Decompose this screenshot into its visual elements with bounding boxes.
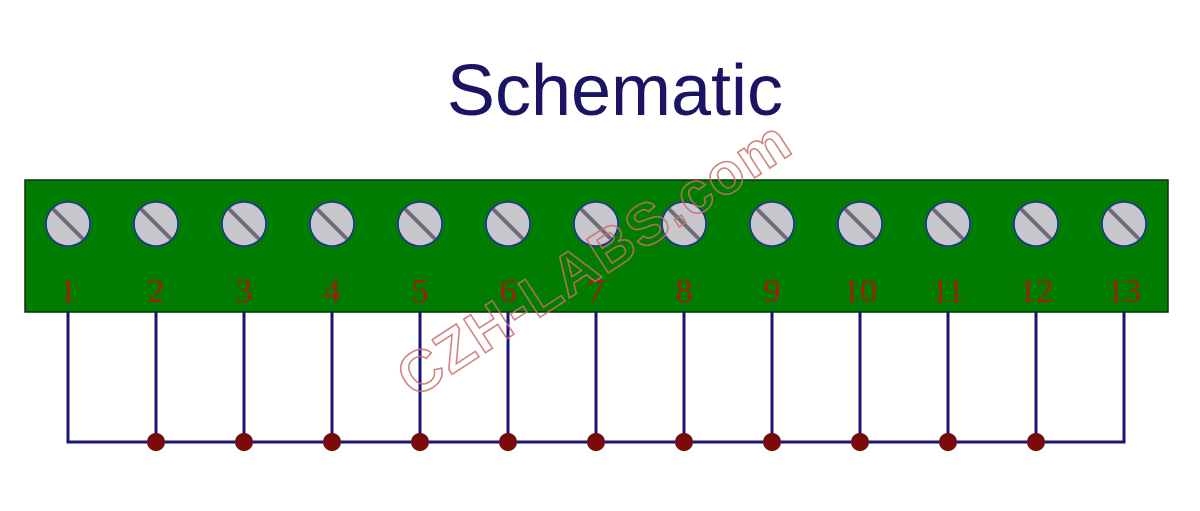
screw-slot — [932, 208, 964, 240]
junction-dot — [411, 433, 429, 451]
junction-dot — [147, 433, 165, 451]
pin-label-11: 11 — [932, 273, 965, 310]
pin-label-13: 13 — [1107, 273, 1141, 310]
screw-slot — [756, 208, 788, 240]
screw-slot — [52, 208, 84, 240]
pin-label-9: 9 — [764, 273, 781, 310]
screw-terminal-9 — [749, 201, 795, 247]
screw-terminal-12 — [1013, 201, 1059, 247]
pin-label-1: 1 — [60, 273, 77, 310]
screw-terminal-3 — [221, 201, 267, 247]
pin-label-3: 3 — [236, 273, 253, 310]
screw-slot — [580, 208, 612, 240]
screw-slot — [316, 208, 348, 240]
junction-dots — [147, 433, 1045, 451]
pin-label-5: 5 — [412, 273, 429, 310]
page-title: Schematic — [447, 51, 783, 131]
screw-slot — [1108, 208, 1140, 240]
junction-dot — [939, 433, 957, 451]
screw-terminal-5 — [397, 201, 443, 247]
screw-terminal-6 — [485, 201, 531, 247]
screw-terminal-8 — [661, 201, 707, 247]
screw-slot — [1020, 208, 1052, 240]
pin-label-4: 4 — [324, 273, 341, 310]
screw-slot — [844, 208, 876, 240]
screw-terminal-1 — [45, 201, 91, 247]
screw-slot — [228, 208, 260, 240]
junction-dot — [499, 433, 517, 451]
screw-slot — [492, 208, 524, 240]
pin-label-6: 6 — [500, 273, 517, 310]
screw-terminal-7 — [573, 201, 619, 247]
screw-terminals — [45, 201, 1147, 247]
junction-dot — [851, 433, 869, 451]
screw-terminal-11 — [925, 201, 971, 247]
bus-wiring — [66, 312, 1126, 444]
pin-label-8: 8 — [676, 273, 693, 310]
screw-terminal-10 — [837, 201, 883, 247]
screw-terminal-13 — [1101, 201, 1147, 247]
junction-dot — [1027, 433, 1045, 451]
pin-label-7: 7 — [588, 273, 605, 310]
screw-slot — [404, 208, 436, 240]
junction-dot — [235, 433, 253, 451]
junction-dot — [587, 433, 605, 451]
screw-terminal-4 — [309, 201, 355, 247]
screw-terminal-2 — [133, 201, 179, 247]
junction-dot — [675, 433, 693, 451]
pin-label-10: 10 — [843, 273, 877, 310]
pin-label-2: 2 — [148, 273, 165, 310]
screw-slot — [668, 208, 700, 240]
pin-label-12: 12 — [1019, 273, 1053, 310]
junction-dot — [323, 433, 341, 451]
junction-dot — [763, 433, 781, 451]
screw-slot — [140, 208, 172, 240]
